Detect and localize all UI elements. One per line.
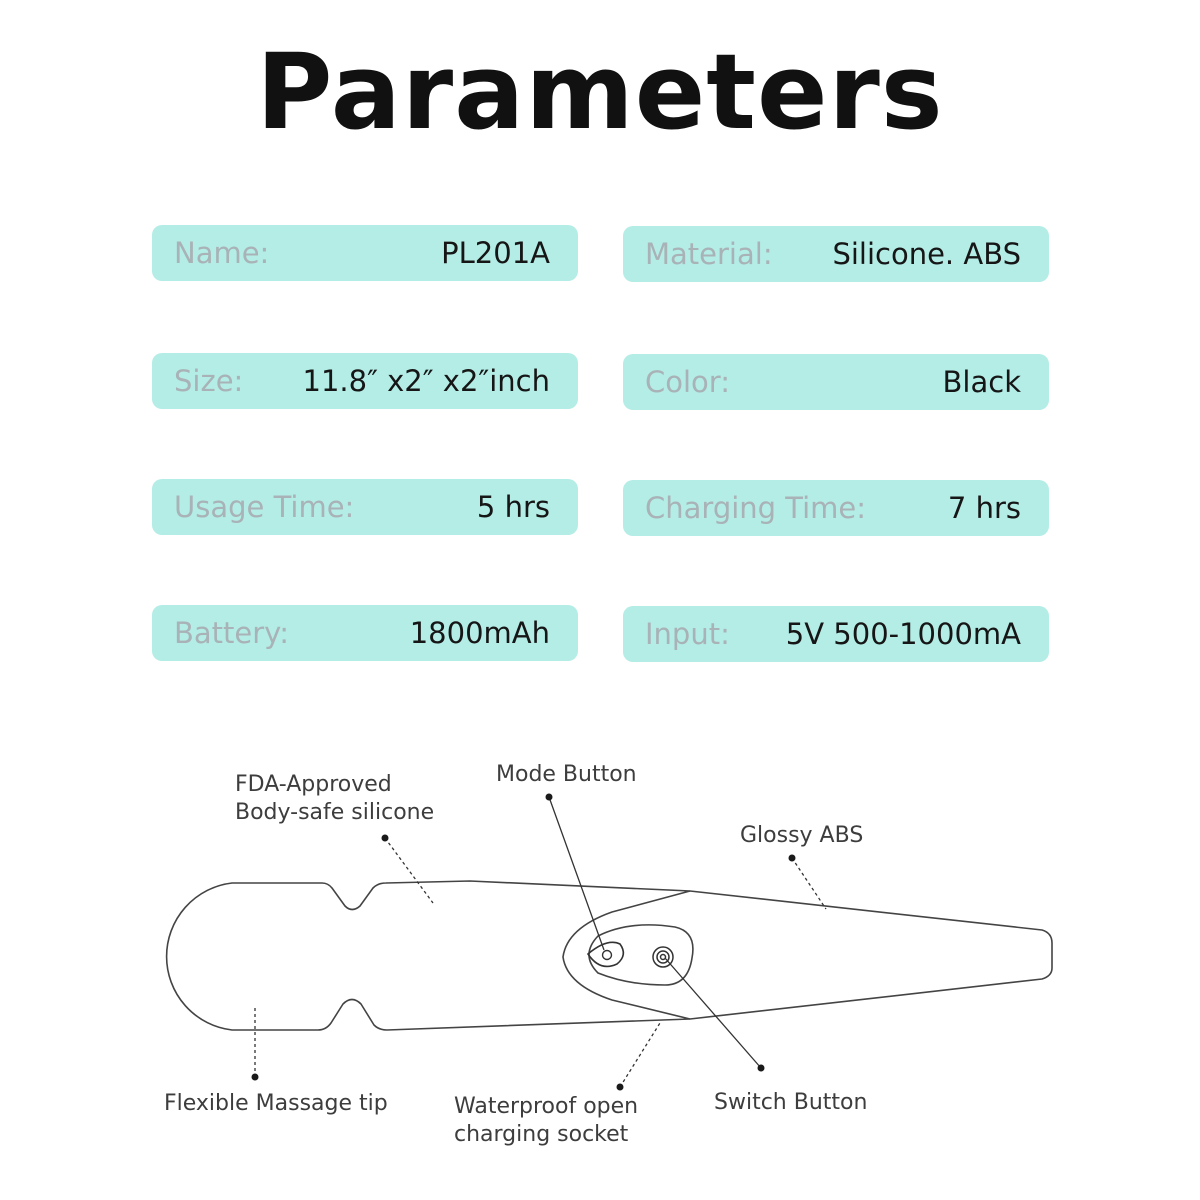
massager-outline: [165, 880, 1053, 1031]
switch-button-icon: [652, 946, 674, 968]
callout-text: Waterproof open: [454, 1094, 639, 1119]
param-battery: Battery: 1800mAh: [152, 605, 578, 661]
param-input: Input: 5V 500-1000mA: [623, 606, 1049, 662]
callout-fda-silicone: FDA-Approved Body-safe silicone: [235, 771, 434, 827]
callout-dots: [251, 793, 796, 1091]
mode-button-icon: [586, 941, 625, 968]
param-label: Battery:: [174, 616, 289, 650]
param-value: PL201A: [441, 236, 550, 270]
callout-charging-socket: Waterproof open charging socket: [454, 1093, 638, 1149]
param-usage-time: Usage Time: 5 hrs: [152, 479, 578, 535]
callout-text: FDA-Approved: [235, 772, 392, 797]
param-label: Size:: [174, 364, 244, 398]
callout-massage-tip: Flexible Massage tip: [164, 1091, 388, 1116]
param-label: Usage Time:: [174, 490, 355, 524]
param-label: Input:: [645, 617, 730, 651]
callout-text: charging socket: [454, 1122, 629, 1147]
param-charging-time: Charging Time: 7 hrs: [623, 480, 1049, 536]
param-label: Material:: [645, 237, 773, 271]
leader-lines: [254, 796, 827, 1088]
param-value: 5 hrs: [476, 490, 550, 524]
param-value: 7 hrs: [947, 491, 1021, 525]
param-value: 11.8″ x2″ x2″inch: [302, 364, 551, 398]
param-name: Name: PL201A: [152, 225, 578, 281]
callout-mode-button: Mode Button: [496, 762, 637, 787]
param-value: 1800mAh: [409, 616, 550, 650]
param-value: 5V 500-1000mA: [785, 617, 1021, 651]
param-size: Size: 11.8″ x2″ x2″inch: [152, 353, 578, 409]
control-panel-outline: [588, 924, 694, 986]
callout-glossy-abs: Glossy ABS: [740, 823, 864, 848]
page-title: Parameters: [256, 31, 944, 153]
param-label: Charging Time:: [645, 491, 867, 525]
param-color: Color: Black: [623, 354, 1049, 410]
abs-section-line: [562, 890, 691, 1020]
param-label: Name:: [174, 236, 270, 270]
param-label: Color:: [645, 365, 730, 399]
param-value: Silicone. ABS: [832, 237, 1021, 271]
param-material: Material: Silicone. ABS: [623, 226, 1049, 282]
callout-text: Body-safe silicone: [235, 800, 435, 825]
param-value: Black: [942, 365, 1021, 399]
callout-switch-button: Switch Button: [714, 1090, 868, 1115]
